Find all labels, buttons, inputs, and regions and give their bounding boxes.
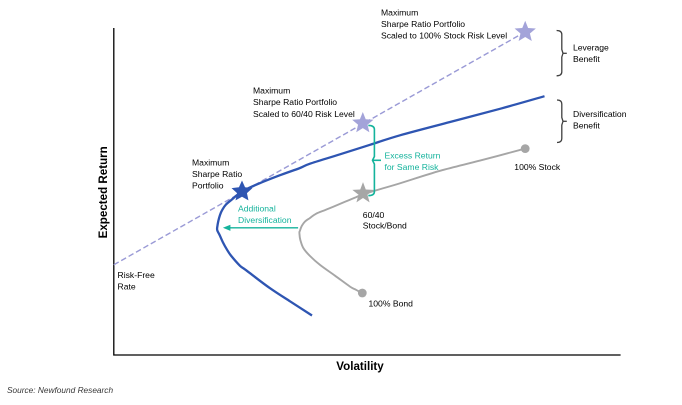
svg-text:Maximum: Maximum [253,86,290,96]
svg-text:Stock/Bond: Stock/Bond [363,220,407,230]
svg-text:Diversification: Diversification [573,109,627,119]
svg-text:Risk-Free: Risk-Free [118,270,155,280]
svg-text:Portfolio: Portfolio [192,181,224,191]
svg-text:100% Stock: 100% Stock [514,162,561,172]
svg-text:Maximum: Maximum [381,8,418,18]
svg-text:for Same Risk: for Same Risk [385,162,440,172]
svg-text:Benefit: Benefit [573,121,600,131]
svg-text:Scaled to 60/40 Risk Level: Scaled to 60/40 Risk Level [253,109,355,119]
svg-text:Sharpe Ratio Portfolio: Sharpe Ratio Portfolio [381,19,465,29]
svg-text:Excess Return: Excess Return [385,151,441,161]
svg-text:Additional: Additional [238,204,276,214]
svg-text:Sharpe Ratio: Sharpe Ratio [192,169,242,179]
svg-text:100% Bond: 100% Bond [369,299,414,309]
svg-text:Volatility: Volatility [336,360,384,373]
svg-text:Diversification: Diversification [238,215,292,225]
svg-text:Leverage: Leverage [573,43,609,53]
svg-text:Scaled to 100% Stock Risk Leve: Scaled to 100% Stock Risk Level [381,31,507,41]
svg-text:Source: Newfound Research: Source: Newfound Research [7,385,113,395]
svg-text:Sharpe Ratio Portfolio: Sharpe Ratio Portfolio [253,97,337,107]
svg-text:Benefit: Benefit [573,54,600,64]
svg-text:60/40: 60/40 [363,210,385,220]
svg-text:Rate: Rate [118,282,136,292]
svg-text:Maximum: Maximum [192,158,229,168]
svg-text:Expected Return: Expected Return [97,146,110,238]
